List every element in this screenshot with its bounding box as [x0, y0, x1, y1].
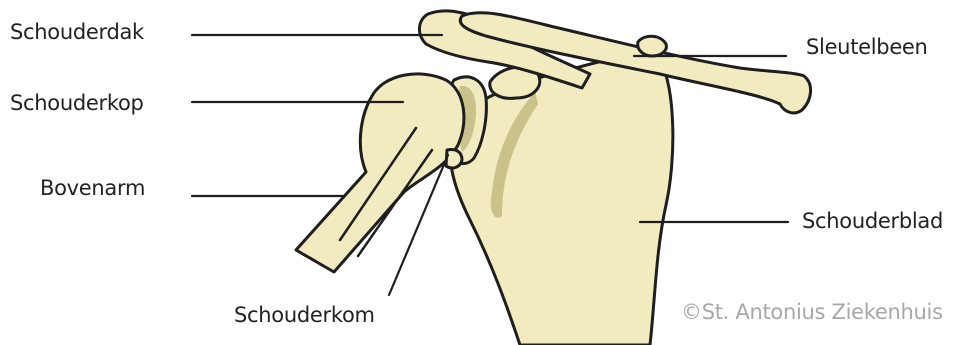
- label-schouderblad: Schouderblad: [802, 211, 943, 232]
- label-bovenarm: Bovenarm: [40, 178, 145, 199]
- copyright-credit: ©St. Antonius Ziekenhuis: [681, 302, 943, 323]
- scapula-illustration: [446, 55, 673, 345]
- label-schouderkop: Schouderkop: [10, 93, 144, 114]
- label-sleutelbeen: Sleutelbeen: [806, 37, 928, 58]
- label-schouderdak: Schouderdak: [10, 22, 144, 43]
- glenoid-illustration: [446, 149, 462, 168]
- humerus-illustration: [296, 74, 464, 272]
- label-schouderkom: Schouderkom: [234, 305, 375, 326]
